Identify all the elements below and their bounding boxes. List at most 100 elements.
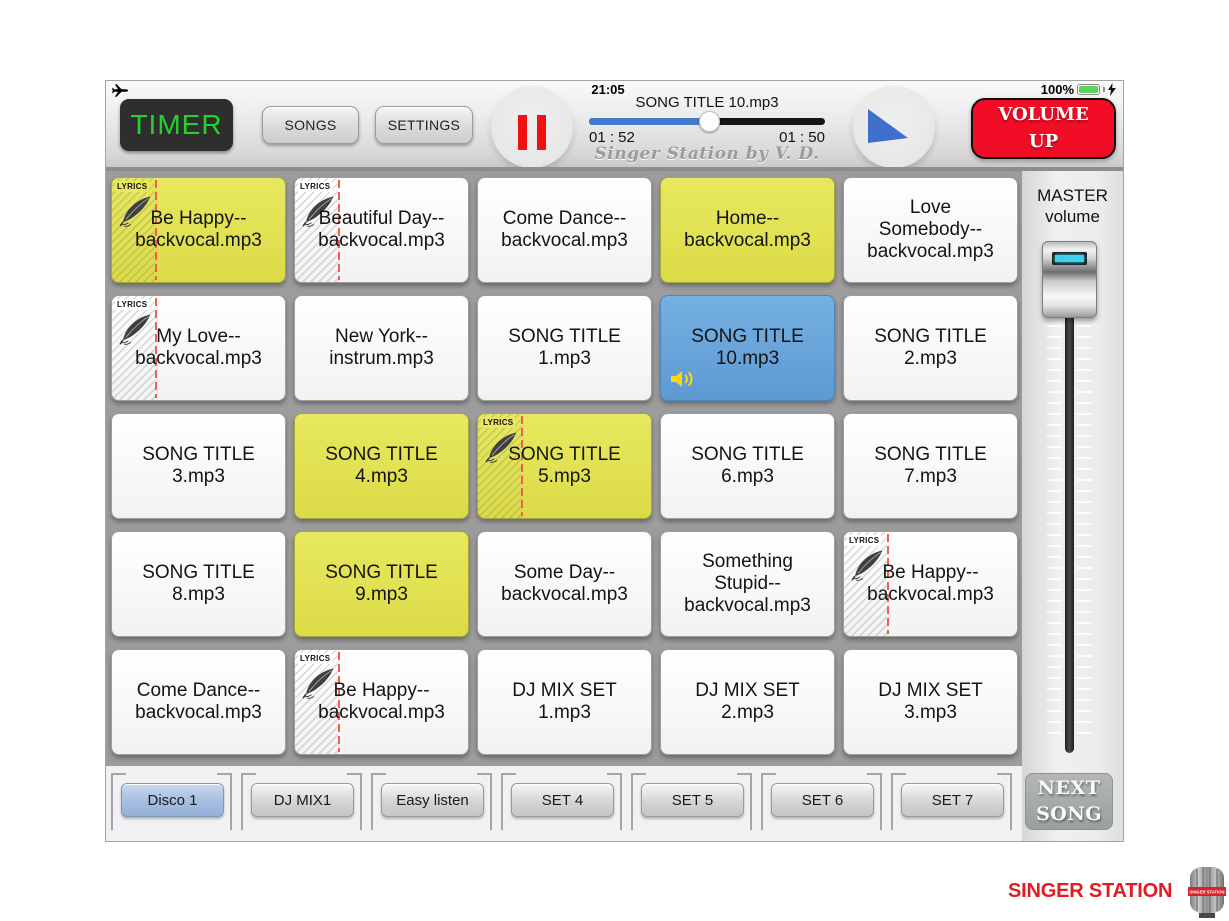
song-tile[interactable]: SONG TITLE 8.mp3 [111,531,286,637]
quill-icon [485,431,519,468]
singer-station-logo-text: SINGER STATION [1008,880,1173,902]
song-tile[interactable]: LYRICS My Love--​backvocal.mp3 [111,295,286,401]
fader-ticks-right [1077,325,1092,743]
lyrics-hatch [844,532,889,636]
song-tile[interactable]: SONG TITLE 4.mp3 [294,413,469,519]
lyrics-hatch [478,414,523,518]
song-tile[interactable]: SONG TITLE 7.mp3 [843,413,1018,519]
song-tile-label: Something Stupid--​backvocal.mp3 [684,550,811,617]
pause-icon [518,115,527,150]
settings-button[interactable]: SETTINGS [375,106,473,144]
header-separator [106,167,1123,171]
header-toolbar: 21:05 100% TIMER SONGS SETTINGS SONG TIT… [106,81,1123,168]
microphone-logo-icon: SINGER STATION [1184,866,1229,921]
tab-frame: SET 5 [631,773,752,830]
song-tile-label: SONG TITLE 1.mp3 [508,325,621,369]
lyrics-hatch [112,296,157,400]
lyrics-tag: LYRICS [115,181,150,192]
tab-frame: Disco 1 [111,773,232,830]
song-tile[interactable]: Home--​backvocal.mp3 [660,177,835,283]
tab-frame: SET 4 [501,773,622,830]
tab-set-5[interactable]: SET 5 [641,783,744,817]
tab-set-4[interactable]: SET 4 [511,783,614,817]
song-tile-label: Be Happy--​backvocal.mp3 [135,207,262,251]
airplane-mode-icon [112,84,129,102]
elapsed-time: 01 : 52 [589,129,635,146]
song-tile-label: Home--​backvocal.mp3 [684,207,811,251]
song-tile[interactable]: SONG TITLE 6.mp3 [660,413,835,519]
song-tile[interactable]: Come Dance--​backvocal.mp3 [477,177,652,283]
battery-icon [1077,83,1100,95]
song-tile[interactable]: SONG TITLE 9.mp3 [294,531,469,637]
master-volume-knob[interactable] [1042,241,1097,318]
song-tile[interactable]: SONG TITLE 10.mp3 [660,295,835,401]
tab-easy-listen[interactable]: Easy listen [381,783,484,817]
song-tile[interactable]: LYRICS Be Happy--​backvocal.mp3 [111,177,286,283]
tab-frame: DJ MIX1 [241,773,362,830]
progress-bar[interactable] [589,111,825,132]
song-tile[interactable]: SONG TITLE 1.mp3 [477,295,652,401]
song-tile-label: Be Happy--​backvocal.mp3 [867,561,994,605]
song-tile-label: SONG TITLE 6.mp3 [691,443,804,487]
song-tile-label: My Love--​backvocal.mp3 [135,325,262,369]
songs-button[interactable]: SONGS [262,106,359,144]
lyrics-tag: LYRICS [115,299,150,310]
pause-button[interactable] [491,86,573,168]
song-tile[interactable]: New York--​instrum.mp3 [294,295,469,401]
now-playing-title: SONG TITLE 10.mp3 [635,94,779,111]
lyrics-tag: LYRICS [298,181,333,192]
song-tile[interactable]: DJ MIX SET 2.mp3 [660,649,835,755]
play-button[interactable] [853,86,935,168]
lyrics-tag: LYRICS [847,535,882,546]
master-volume-label: MASTER volume [1037,186,1108,227]
battery-percent: 100% [1040,81,1074,97]
tab-dj-mix1[interactable]: DJ MIX1 [251,783,354,817]
lyrics-hatch [295,650,340,754]
song-tile-label: Some Day--​backvocal.mp3 [501,561,628,605]
fader-led-slot [1052,252,1087,265]
fader-ticks-left [1047,325,1062,743]
song-tile-label: Love Somebody--​backvocal.mp3 [867,196,994,263]
song-tile-label: SONG TITLE 4.mp3 [325,443,438,487]
song-tile[interactable]: LYRICS Be Happy--​backvocal.mp3 [843,531,1018,637]
song-tile[interactable]: Love Somebody--​backvocal.mp3 [843,177,1018,283]
song-tile[interactable]: SONG TITLE 2.mp3 [843,295,1018,401]
song-tile-label: Come Dance--​backvocal.mp3 [501,207,628,251]
lyrics-hatch [295,178,340,282]
tab-set-6[interactable]: SET 6 [771,783,874,817]
song-tile[interactable]: Something Stupid--​backvocal.mp3 [660,531,835,637]
song-tile[interactable]: DJ MIX SET 1.mp3 [477,649,652,755]
song-tile[interactable]: Come Dance--​backvocal.mp3 [111,649,286,755]
master-volume-track[interactable] [1065,311,1074,753]
song-tile-label: SONG TITLE 8.mp3 [142,561,255,605]
progress-fill [589,118,710,125]
volume-up-button[interactable]: VOLUME UP [971,98,1116,159]
song-tile[interactable]: LYRICS Beautiful Day--​backvocal.mp3 [294,177,469,283]
brand-script: Singer Station by V. D. [594,144,820,164]
tab-disco-1[interactable]: Disco 1 [121,783,224,817]
song-tile-label: Be Happy--​backvocal.mp3 [318,679,445,723]
song-tile-label: SONG TITLE 7.mp3 [874,443,987,487]
song-tile-label: Beautiful Day--​backvocal.mp3 [318,207,445,251]
next-song-button[interactable]: NEXT SONG [1025,773,1113,830]
tab-frame: Easy listen [371,773,492,830]
svg-text:SINGER STATION: SINGER STATION [1190,890,1225,895]
tab-frame: SET 7 [891,773,1012,830]
song-tile-label: SONG TITLE 2.mp3 [874,325,987,369]
song-tile[interactable]: Some Day--​backvocal.mp3 [477,531,652,637]
song-tile-label: New York--​instrum.mp3 [329,325,434,369]
song-tile-label: SONG TITLE 5.mp3 [508,443,621,487]
charging-bolt-icon [1108,82,1116,96]
remaining-time: 01 : 50 [779,129,825,146]
tab-set-7[interactable]: SET 7 [901,783,1004,817]
song-tile[interactable]: DJ MIX SET 3.mp3 [843,649,1018,755]
fader-led [1055,255,1084,262]
battery-indicator: 100% [1040,81,1116,97]
quill-icon [302,195,336,232]
song-tile[interactable]: SONG TITLE 3.mp3 [111,413,286,519]
quill-icon [119,195,153,232]
timer-button[interactable]: TIMER [120,99,233,151]
progress-knob[interactable] [698,111,720,132]
